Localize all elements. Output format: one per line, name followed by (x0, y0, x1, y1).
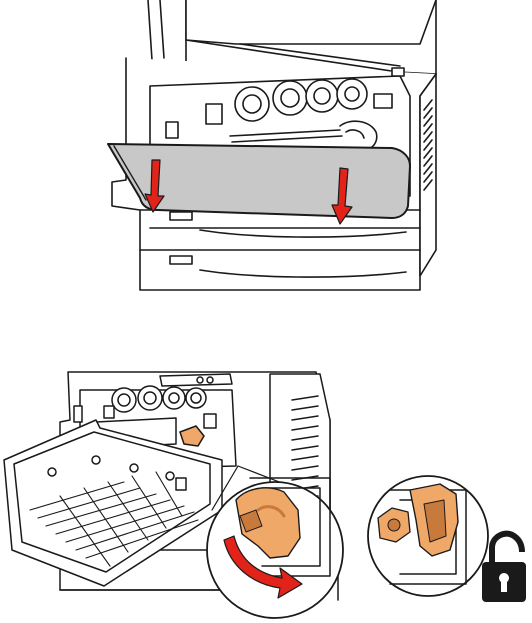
toner-lever-unlock-illustration (0, 360, 532, 623)
printer-front-cover-illustration (0, 0, 532, 300)
step-unlock-toner-lever (0, 360, 532, 623)
callout-lever-unlocked (368, 476, 488, 596)
unlocked-padlock-icon (482, 534, 526, 602)
step-open-front-cover (0, 0, 532, 300)
